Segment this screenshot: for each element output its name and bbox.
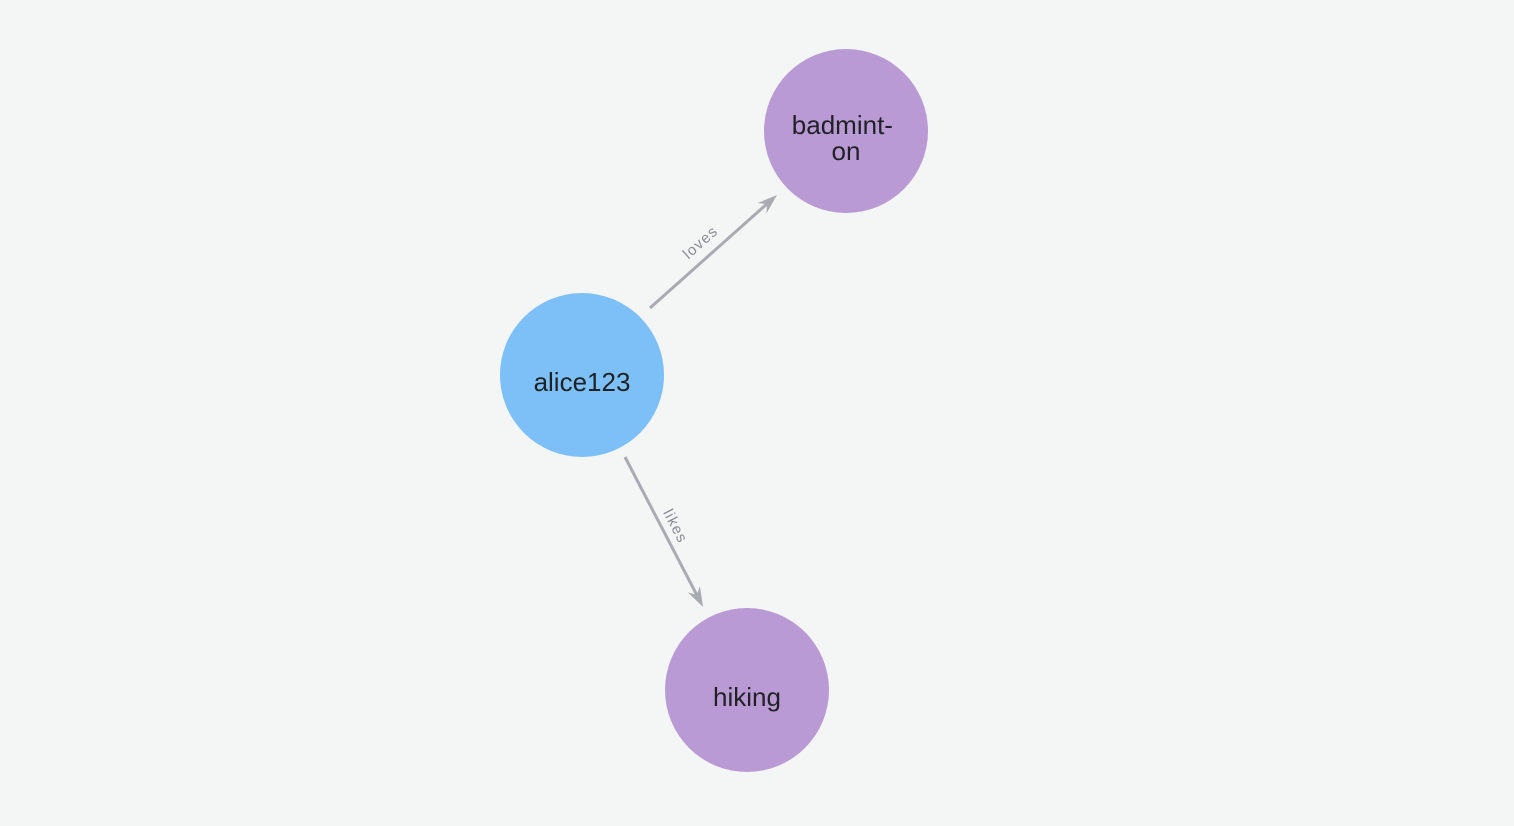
node-alice123-circle[interactable] [500,293,664,457]
node-hiking-circle[interactable] [665,608,829,772]
node-alice123: alice123 [500,293,664,457]
edge-loves-line[interactable] [649,194,777,310]
node-badminton-circle[interactable] [764,49,928,213]
node-hiking: hiking [665,608,829,772]
edge-loves: loves [649,194,777,310]
edge-likes-line[interactable] [623,456,704,607]
edge-label-likes[interactable]: likes [659,506,691,546]
node-badminton: badmint- on [764,49,928,213]
edge-label-loves[interactable]: loves [680,223,722,263]
edge-likes: likes [623,456,704,607]
